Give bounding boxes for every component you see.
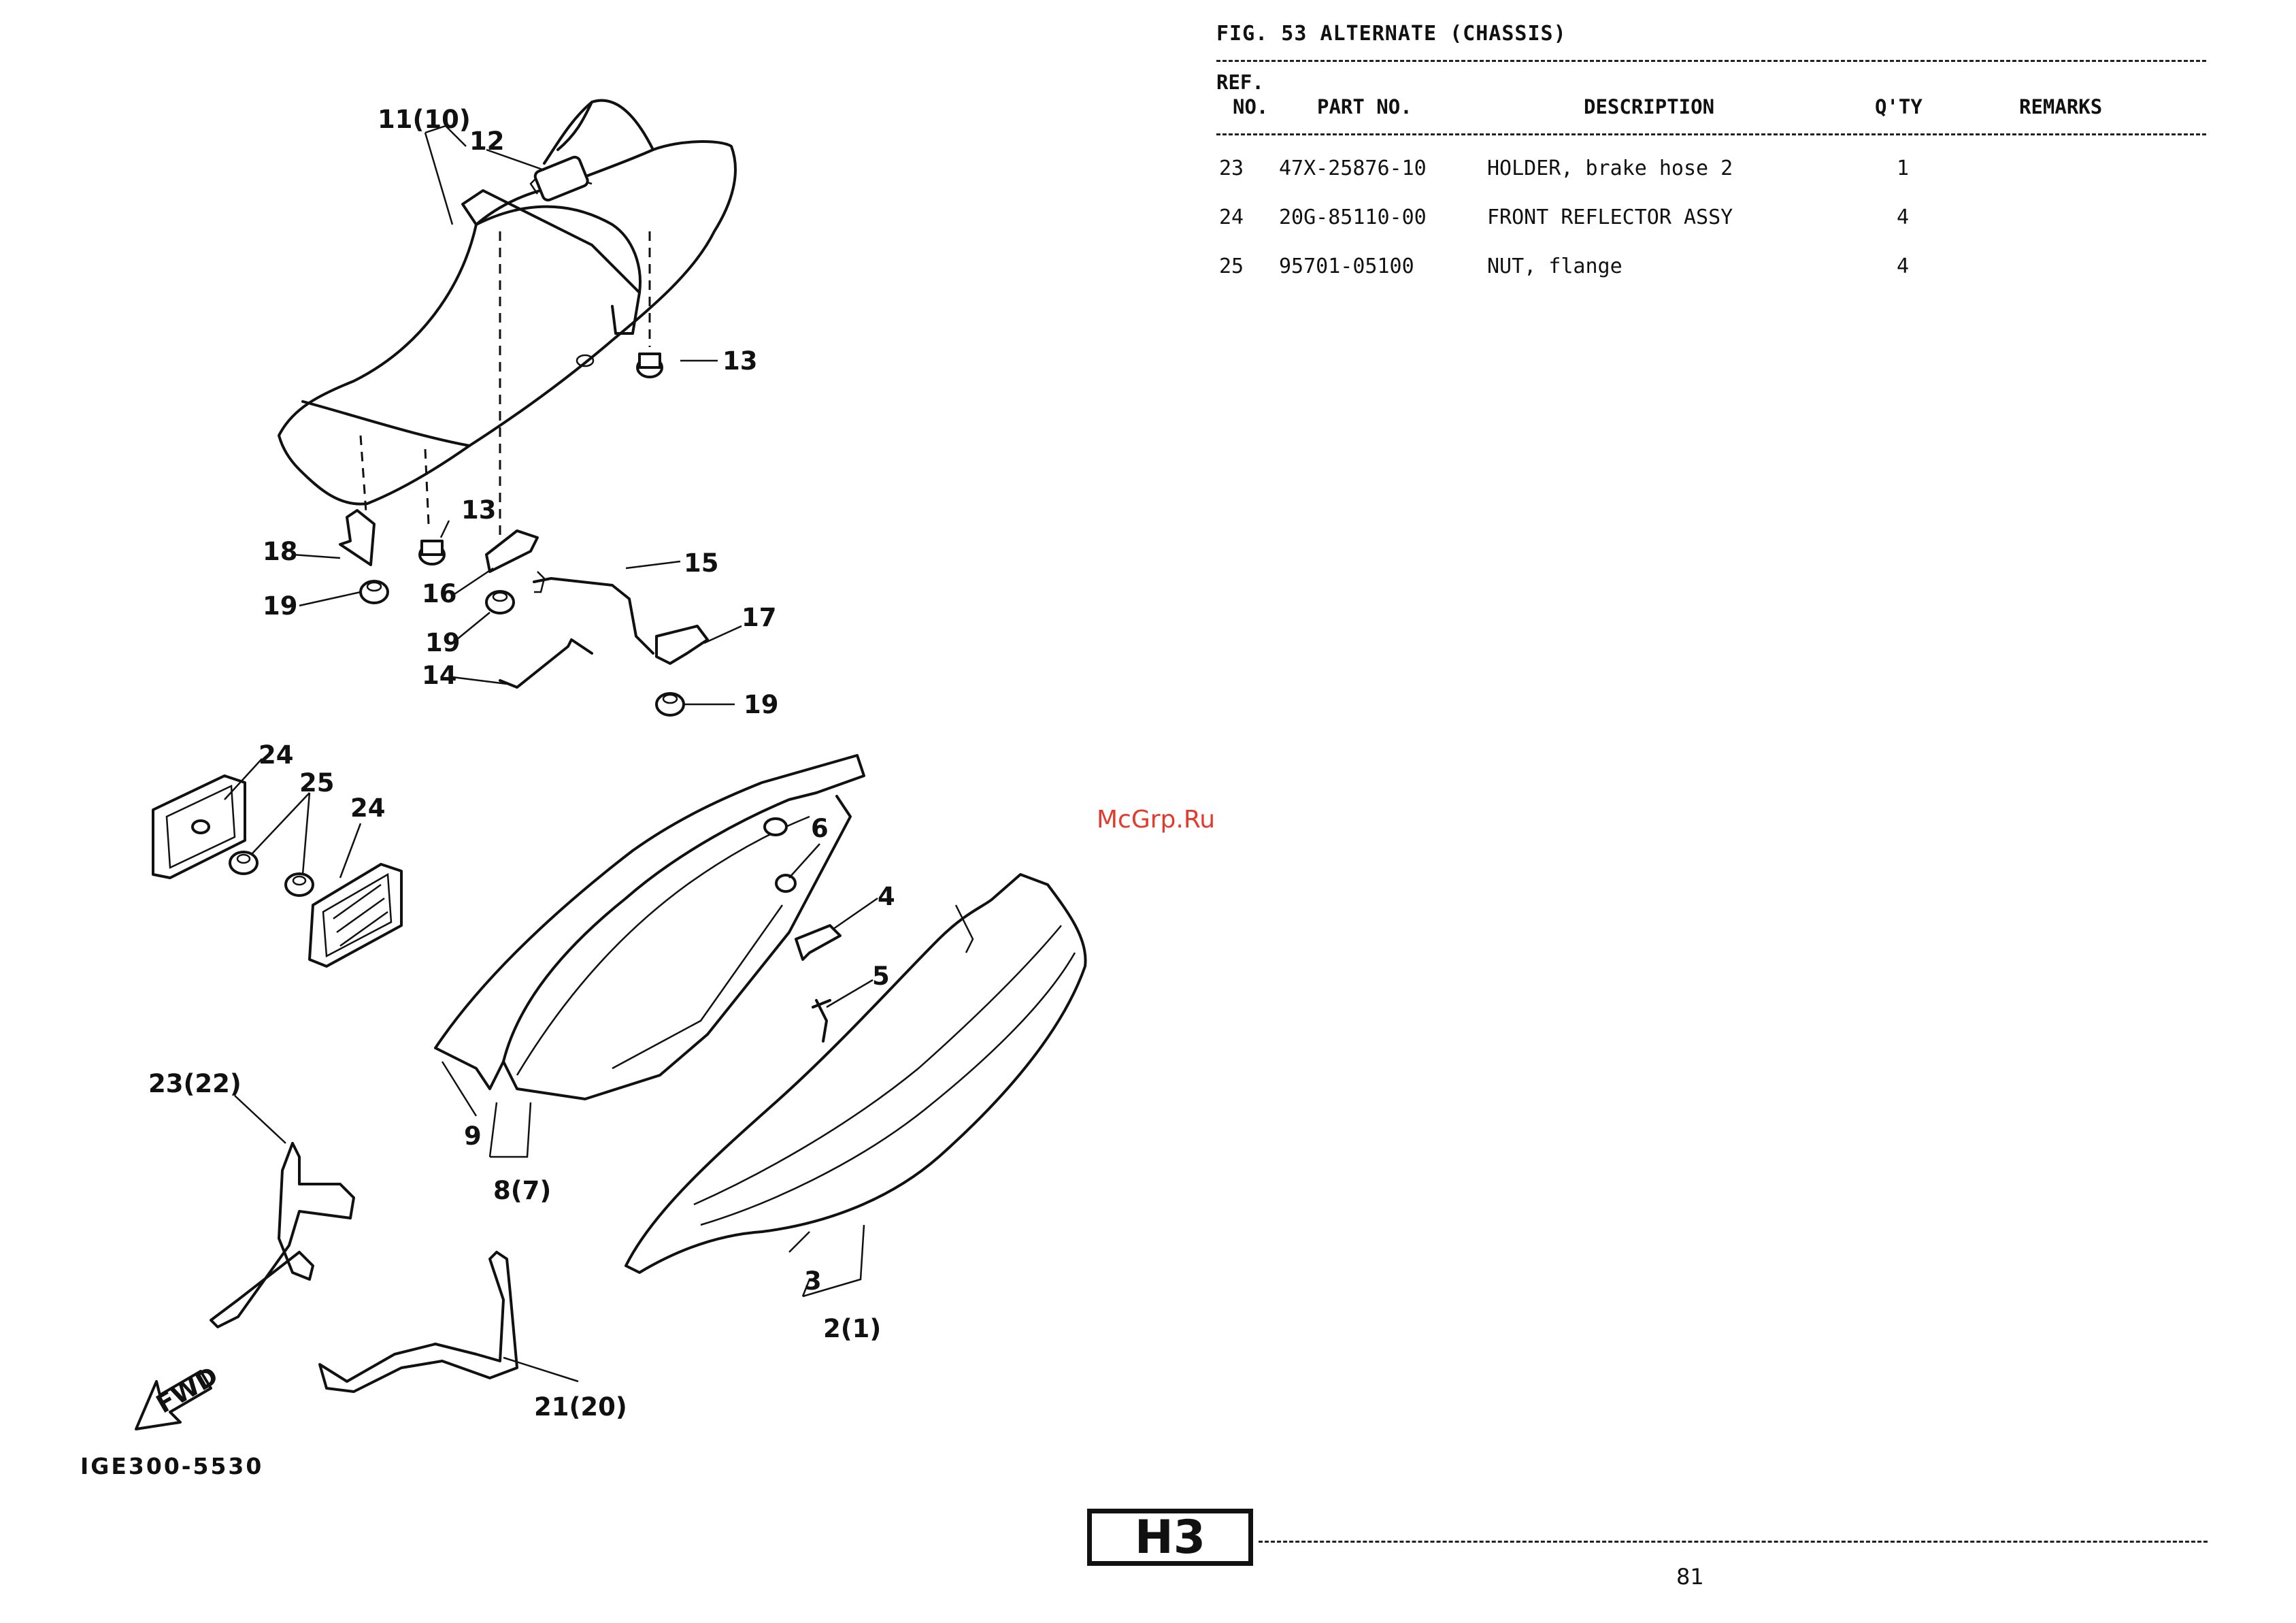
rod-15 xyxy=(534,578,653,653)
col-remarks: REMARKS xyxy=(2019,95,2102,118)
row-part-no: 47X-25876-10 xyxy=(1279,157,1427,180)
callout-19-right: 19 xyxy=(744,690,779,719)
callout-5: 5 xyxy=(872,962,890,991)
col-qty: Q'TY xyxy=(1875,95,1923,118)
callout-24-upper: 24 xyxy=(259,740,294,770)
callout-11-10: 11(10) xyxy=(378,105,471,134)
callout-17: 17 xyxy=(742,603,777,632)
col-ref-line1: REF. xyxy=(1216,71,1264,94)
callout-12: 12 xyxy=(469,127,505,156)
table-row: 23 47X-25876-10 HOLDER, brake hose 2 1 xyxy=(1216,157,2206,184)
callout-25: 25 xyxy=(299,768,335,798)
watermark: McGrp.Ru xyxy=(1097,806,1215,834)
callout-21-20: 21(20) xyxy=(534,1392,627,1422)
footer-divider xyxy=(1259,1541,2208,1543)
table-row: 24 20G-85110-00 FRONT REFLECTOR ASSY 4 xyxy=(1216,206,2206,233)
grommet-19-center xyxy=(486,591,514,613)
col-description: DESCRIPTION xyxy=(1584,95,1714,118)
grommet-19-left xyxy=(361,581,388,603)
exploded-parts-diagram: FWD 11(10) 12 13 13 15 xyxy=(0,0,1211,1623)
row-part-no: 95701-05100 xyxy=(1279,255,1414,278)
seat-illustration xyxy=(279,101,735,504)
callout-16: 16 xyxy=(422,579,457,608)
table-header-rule xyxy=(1216,133,2206,135)
wire-14 xyxy=(500,640,592,687)
figure-code: IGE300-5530 xyxy=(80,1453,263,1479)
row-ref: 25 xyxy=(1219,255,1244,278)
callout-3: 3 xyxy=(804,1266,822,1296)
callout-6: 6 xyxy=(811,814,829,843)
nut-13-upper xyxy=(637,354,662,377)
callout-9: 9 xyxy=(464,1121,482,1151)
callout-13-lower: 13 xyxy=(461,495,497,525)
table-row: 25 95701-05100 NUT, flange 4 xyxy=(1216,255,2206,282)
callout-13-upper: 13 xyxy=(722,346,758,376)
bracket-21-20 xyxy=(320,1252,517,1392)
section-badge: H3 xyxy=(1087,1509,1253,1566)
reflector-24-lower xyxy=(310,864,401,966)
fwd-label: FWD xyxy=(151,1361,222,1420)
col-part-no: PART NO. xyxy=(1317,95,1412,118)
bracket-23-22 xyxy=(211,1143,354,1327)
callout-18: 18 xyxy=(263,537,298,566)
callout-14: 14 xyxy=(422,661,457,690)
header-divider xyxy=(1216,60,2206,62)
row-qty: 4 xyxy=(1897,206,1909,229)
nut-25-upper xyxy=(230,852,257,874)
callout-19-center: 19 xyxy=(425,628,461,657)
collar-4 xyxy=(796,925,840,960)
grommet-6 xyxy=(776,875,795,891)
bracket-18 xyxy=(340,510,374,565)
figure-title: FIG. 53 ALTERNATE (CHASSIS) xyxy=(1216,22,1567,46)
table-header: REF. NO. PART NO. DESCRIPTION Q'TY REMAR… xyxy=(1216,71,2206,129)
callout-8-7: 8(7) xyxy=(493,1176,551,1205)
row-qty: 1 xyxy=(1897,157,1909,180)
nut-13-lower xyxy=(420,541,444,564)
row-ref: 23 xyxy=(1219,157,1244,180)
row-description: HOLDER, brake hose 2 xyxy=(1487,157,1733,180)
callout-19-left: 19 xyxy=(263,591,298,621)
callout-4: 4 xyxy=(878,882,895,911)
row-description: FRONT REFLECTOR ASSY xyxy=(1487,206,1733,229)
side-cover-3 xyxy=(626,874,1086,1273)
grommet-19-right xyxy=(656,693,684,715)
callout-15: 15 xyxy=(684,548,719,578)
nut-25-lower xyxy=(286,874,313,896)
row-part-no: 20G-85110-00 xyxy=(1279,206,1427,229)
row-qty: 4 xyxy=(1897,255,1909,278)
row-ref: 24 xyxy=(1219,206,1244,229)
row-description: NUT, flange xyxy=(1487,255,1623,278)
callout-23-22: 23(22) xyxy=(148,1069,242,1098)
col-ref-line2: NO. xyxy=(1233,95,1268,118)
holder-17 xyxy=(656,626,708,663)
callout-24-lower: 24 xyxy=(350,793,386,823)
page-number: 81 xyxy=(1676,1564,1704,1590)
side-cover-9 xyxy=(435,755,864,1099)
bracket-16 xyxy=(486,531,537,572)
callout-2-1: 2(1) xyxy=(823,1314,881,1343)
fwd-arrow-icon: FWD xyxy=(136,1361,223,1429)
